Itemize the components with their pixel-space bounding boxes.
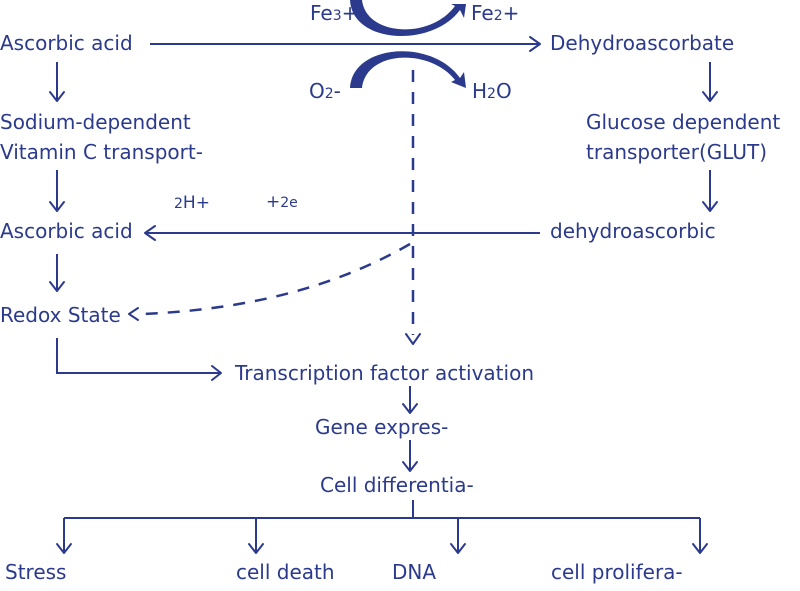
- left-arrow-1-head: [49, 91, 65, 102]
- node-cell-proliferation: cell prolifera-: [551, 560, 683, 584]
- right-arrow-2-head: [702, 201, 718, 212]
- label-two-h: 2H+: [174, 193, 210, 213]
- dashed-vertical-head: [405, 333, 421, 345]
- node-sodium-line1: Sodium-dependent: [0, 110, 191, 134]
- h2o-base: H: [472, 79, 487, 103]
- gene-to-differentiation-head: [402, 461, 418, 472]
- node-transcription-factor-activation: Transcription factor activation: [234, 361, 534, 385]
- node-dehydroascorbate: Dehydroascorbate: [550, 31, 734, 55]
- node-cell-differentiation: Cell differentia-: [320, 473, 474, 497]
- death-branch-head: [248, 543, 264, 554]
- fe3-base: Fe: [310, 1, 333, 25]
- label-fe2: Fe2+: [471, 1, 519, 25]
- node-redox-state: Redox State: [0, 303, 121, 327]
- two-h-rest: H+: [183, 193, 210, 213]
- fe3-sub: 3: [333, 8, 342, 24]
- fe2-sup: +: [503, 1, 520, 25]
- label-h2o: H2O: [472, 79, 512, 103]
- right-arrow-1-head: [702, 91, 718, 102]
- stress-branch-head: [56, 543, 72, 554]
- dashed-curve-to-redox: [141, 242, 411, 316]
- h2o-sub: 2: [487, 86, 496, 102]
- fe2-base: Fe: [471, 1, 494, 25]
- dashed-curve-head: [128, 307, 139, 321]
- label-two-e: +2e: [266, 192, 298, 212]
- node-glucose-line1: Glucose dependent: [586, 110, 780, 134]
- node-stress: Stress: [5, 560, 66, 584]
- node-gene-expression: Gene expres-: [315, 415, 448, 439]
- dna-branch-head: [450, 543, 466, 554]
- o2-sup: -: [334, 79, 341, 103]
- two-e-rest: 2e: [280, 195, 298, 211]
- two-e-pre: +: [266, 192, 280, 212]
- redox-to-transcription-head: [211, 365, 222, 381]
- o2-base: O: [309, 79, 325, 103]
- left-arrow-2-head: [49, 201, 65, 212]
- left-arrow-3-head: [49, 281, 65, 292]
- node-dehydroascorbic: dehydroascorbic: [550, 219, 716, 243]
- node-sodium-line2: Vitamin C transport-: [0, 140, 203, 164]
- h2o-rest: O: [496, 79, 512, 103]
- node-ascorbic-acid-top: Ascorbic acid: [0, 31, 133, 55]
- proliferation-branch-head: [692, 543, 708, 554]
- two-h-pre: 2: [174, 196, 183, 212]
- oxygen-reduction-curved-arrow: [350, 51, 466, 88]
- reduction-arrow-head: [144, 225, 156, 241]
- oxidation-arrow-head: [529, 36, 541, 52]
- fe3-sup: +: [342, 1, 359, 25]
- node-dna: DNA: [392, 560, 436, 584]
- fe-reduction-curved-arrow: [350, 0, 466, 36]
- label-o2: O2-: [309, 79, 341, 103]
- node-cell-death: cell death: [236, 560, 335, 584]
- transcription-to-gene-head: [402, 403, 418, 414]
- node-glucose-line2: transporter(GLUT): [586, 140, 767, 164]
- o2-sub: 2: [325, 86, 334, 102]
- fe2-sub: 2: [494, 8, 503, 24]
- node-ascorbic-acid-mid: Ascorbic acid: [0, 219, 133, 243]
- label-fe3: Fe3+: [310, 1, 358, 25]
- redox-to-transcription-line: [56, 338, 220, 374]
